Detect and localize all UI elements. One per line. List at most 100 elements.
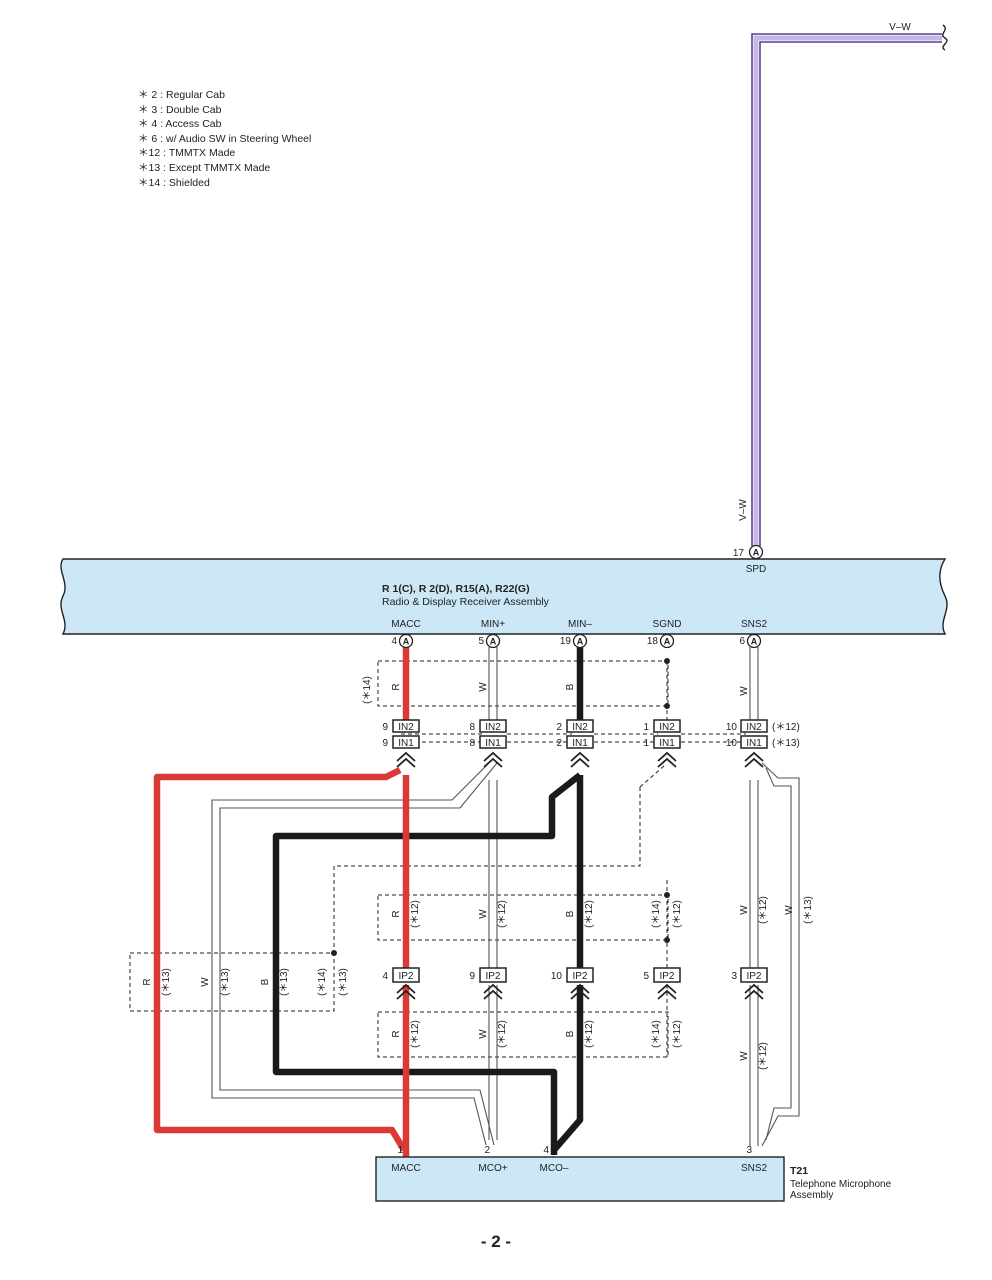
wire-color-w: W — [739, 1051, 750, 1061]
wire-color-w: W — [478, 1029, 489, 1039]
note-tmmtx: (＊12) — [410, 900, 421, 928]
terminal-min-minus — [572, 633, 588, 649]
terminal-min-plus — [485, 633, 501, 649]
note-tmmtx: (＊12) — [672, 900, 683, 928]
in1-label-sgnd: IN1 — [659, 738, 675, 749]
pin-number-macc: 4 — [391, 636, 397, 647]
legend: ＊ 2 : Regular Cab ＊ 3 : Double Cab ＊ 4 :… — [138, 88, 311, 190]
in2-pin-left: 10 — [726, 722, 738, 733]
ip2-pin: 10 — [551, 971, 563, 982]
mic-pin-number: 1 — [397, 1145, 403, 1156]
in2-label-min-minus: IN2 — [572, 722, 588, 733]
conn-letter-min-plus: A — [490, 637, 497, 647]
radio-name: Radio & Display Receiver Assembly — [382, 596, 550, 608]
in1-label-macc: IN1 — [398, 738, 414, 749]
in2-pin-left: 1 — [643, 722, 649, 733]
ip2-connectors: IP2 4 IP2 9 IP2 10 IP2 5 IP2 3 — [382, 967, 768, 983]
wire-color-r: R — [142, 978, 153, 985]
spd-label: SPD — [746, 564, 767, 575]
wire-red-macc — [153, 647, 410, 1157]
ip2-box-sns2 — [740, 967, 768, 983]
ip2-box-sgnd — [653, 967, 681, 983]
in1-box-min-minus — [566, 735, 594, 749]
pin-number-min-minus: 19 — [560, 636, 572, 647]
mic-pin-label-mco-minus: MCO– — [540, 1163, 569, 1174]
note-except-tmmtx: (＊13) — [161, 968, 172, 996]
mic-pin-label-sns2: SNS2 — [741, 1163, 768, 1174]
ip2-box-macc — [392, 967, 420, 983]
ip2-label: IP2 — [659, 971, 674, 982]
wire-color-b: B — [565, 683, 576, 690]
radio-codes: R 1(C), R 2(D), R15(A), R22(G) — [382, 583, 530, 595]
in1-pin-left: 10 — [726, 738, 738, 749]
ip2-pin: 4 — [382, 971, 388, 982]
wire-color-w: W — [478, 682, 489, 692]
ip2-pin: 5 — [643, 971, 649, 982]
in1-label-min-plus: IN1 — [485, 738, 501, 749]
wire-color-w: W — [739, 686, 750, 696]
conn-letter-min-minus: A — [577, 637, 584, 647]
in1-label-sns2: IN1 — [746, 738, 762, 749]
ip2-pin: 9 — [469, 971, 475, 982]
in2-box-sgnd — [653, 719, 681, 733]
in2-pin-left: 9 — [382, 722, 388, 733]
microphone-name-line2: Assembly — [790, 1190, 833, 1201]
in1-box-min-plus — [479, 735, 507, 749]
radio-pin-labels: MACC MIN+ MIN– SGND SNS2 — [391, 619, 767, 630]
in2-box-min-minus — [566, 719, 594, 733]
note-except-tmmtx: (＊13) — [220, 968, 231, 996]
mic-pin-number: 3 — [746, 1145, 752, 1156]
mic-pin-number: 2 — [484, 1145, 490, 1156]
terminal-sgnd — [659, 633, 675, 649]
terminal-sns2 — [746, 633, 762, 649]
note-tmmtx: (＊12) — [410, 1020, 421, 1048]
note-shielded: (＊14) — [362, 676, 373, 704]
wire-v-w — [751, 24, 948, 546]
legend-item: ＊12 : TMMTX Made — [138, 147, 236, 160]
legend-item: ＊ 3 : Double Cab — [138, 103, 222, 116]
terminal-macc — [398, 633, 414, 649]
connector-chevrons — [396, 751, 764, 1000]
in2-variant-note: (＊12) — [772, 722, 800, 733]
page-number: - 2 - — [480, 1232, 512, 1251]
in1-pin-left: 1 — [643, 738, 649, 749]
spd-connector-letter: A — [753, 548, 760, 558]
wire-white-min-plus — [211, 647, 498, 1146]
note-shielded: (＊14) — [651, 900, 662, 928]
in2-label-sgnd: IN2 — [659, 722, 675, 733]
mic-pin-label-macc: MACC — [391, 1163, 420, 1174]
in2-box-macc — [392, 719, 420, 733]
in2-label-macc: IN2 — [398, 722, 414, 733]
wire-black-min-minus — [272, 647, 584, 1155]
microphone-name-line1: Telephone Microphone — [790, 1179, 892, 1190]
note-tmmtx: (＊12) — [758, 896, 769, 924]
note-tmmtx: (＊12) — [672, 1020, 683, 1048]
in1-box-sns2 — [740, 735, 768, 749]
wire-color-w: W — [739, 905, 750, 915]
ip2-label: IP2 — [746, 971, 761, 982]
ip2-box-min-plus — [479, 967, 507, 983]
in2-box-sns2 — [740, 719, 768, 733]
note-tmmtx: (＊12) — [584, 900, 595, 928]
conn-letter-sns2: A — [751, 637, 758, 647]
conn-letter-macc: A — [403, 637, 410, 647]
radio-assembly-box — [60, 558, 948, 635]
ip2-label: IP2 — [485, 971, 500, 982]
in2-label-min-plus: IN2 — [485, 722, 501, 733]
pin-label-min-plus: MIN+ — [481, 619, 505, 630]
in1-variant-note: (＊13) — [772, 738, 800, 749]
in1-pin-left: 2 — [556, 738, 562, 749]
shield-ground-dots — [331, 658, 670, 956]
ip2-label: IP2 — [572, 971, 587, 982]
wire-color-w: W — [784, 905, 795, 915]
legend-item: ＊14 : Shielded — [138, 176, 210, 189]
in2-pin-left: 8 — [469, 722, 475, 733]
top-wire-label: V–W — [889, 22, 911, 33]
legend-item: ＊ 6 : w/ Audio SW in Steering Wheel — [138, 132, 312, 145]
wire-color-r: R — [391, 910, 402, 917]
note-shielded: (＊14) — [317, 968, 328, 996]
in2-label-sns2: IN2 — [746, 722, 762, 733]
microphone-assembly-box — [375, 1156, 785, 1202]
in-connectors: IN2 IN1 9 9 IN2 IN1 8 8 IN2 IN1 2 2 IN2 … — [382, 719, 800, 749]
wire-white-sns2 — [749, 647, 800, 1147]
